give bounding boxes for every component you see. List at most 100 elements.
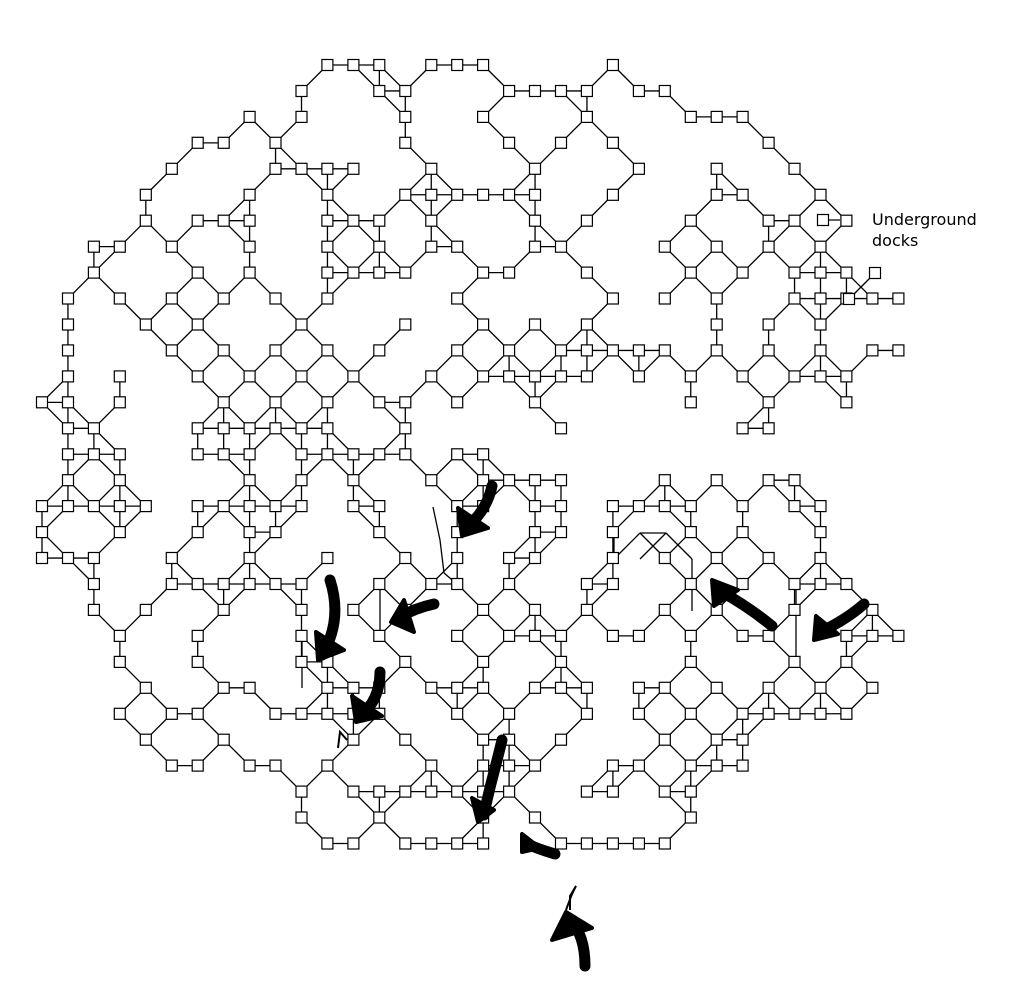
station-node xyxy=(295,84,308,98)
station-node xyxy=(762,629,775,643)
station-node xyxy=(373,448,386,461)
station-node xyxy=(684,110,697,124)
station-node xyxy=(866,629,879,643)
station-node xyxy=(243,577,256,591)
station-node xyxy=(528,318,542,331)
station-node xyxy=(762,474,775,487)
station-node xyxy=(61,396,75,409)
station-node xyxy=(866,603,879,617)
station-node xyxy=(295,422,308,435)
station-node xyxy=(658,344,671,357)
station-node xyxy=(788,707,801,720)
station-node xyxy=(243,422,256,435)
station-node xyxy=(165,240,178,253)
station-node xyxy=(269,136,282,149)
station-node xyxy=(87,603,101,617)
station-node xyxy=(113,707,126,720)
station-node xyxy=(762,707,775,720)
station-node xyxy=(295,370,308,383)
station-node xyxy=(814,577,827,591)
station-node xyxy=(295,629,308,643)
station-node xyxy=(87,500,101,513)
station-node xyxy=(477,603,490,617)
station-node xyxy=(554,681,568,694)
station-node xyxy=(736,422,749,435)
station-node xyxy=(684,214,697,227)
station-node xyxy=(788,370,801,383)
station-node xyxy=(217,603,230,617)
station-node xyxy=(113,500,126,513)
station-node xyxy=(321,396,334,409)
station-node xyxy=(295,811,308,824)
station-node xyxy=(425,162,438,175)
station-node xyxy=(658,84,671,98)
station-node xyxy=(814,551,827,565)
dock-node xyxy=(868,266,882,280)
station-node xyxy=(451,448,464,461)
station-node xyxy=(399,266,412,279)
station-node xyxy=(606,577,620,591)
station-node xyxy=(425,577,438,591)
station-node xyxy=(87,266,101,279)
station-node xyxy=(399,396,412,409)
station-node xyxy=(606,500,620,513)
station-node xyxy=(788,162,801,175)
station-node xyxy=(684,759,697,772)
station-node xyxy=(425,681,438,694)
station-node xyxy=(399,422,412,435)
station-node xyxy=(373,240,386,253)
station-node xyxy=(684,629,697,643)
station-node xyxy=(503,136,516,149)
station-node xyxy=(632,681,646,694)
station-node xyxy=(165,551,178,565)
station-node xyxy=(528,370,542,383)
station-node xyxy=(736,266,749,279)
station-node xyxy=(451,551,464,565)
station-node xyxy=(191,577,204,591)
station-node xyxy=(295,500,308,513)
station-node xyxy=(528,162,542,175)
station-node xyxy=(425,240,438,253)
station-node xyxy=(321,681,334,694)
station-node xyxy=(87,577,101,591)
station-node xyxy=(762,318,775,331)
station-node xyxy=(580,214,594,227)
station-node xyxy=(606,136,620,149)
station-node xyxy=(87,448,101,461)
station-node xyxy=(580,837,594,850)
station-node xyxy=(503,84,516,98)
station-node xyxy=(477,188,490,201)
station-node xyxy=(710,759,723,772)
station-node xyxy=(321,551,334,565)
station-node xyxy=(113,629,126,643)
station-node xyxy=(503,551,516,565)
station-node xyxy=(139,500,152,513)
station-node xyxy=(373,396,386,409)
station-node xyxy=(269,577,282,591)
station-node xyxy=(165,577,178,591)
station-node xyxy=(295,577,308,591)
station-node xyxy=(399,448,412,461)
track-connections xyxy=(41,64,899,845)
station-node xyxy=(528,240,542,253)
station-node xyxy=(321,448,334,461)
station-node xyxy=(217,448,230,461)
station-node xyxy=(347,162,360,175)
station-node xyxy=(554,370,568,383)
station-node xyxy=(321,188,334,201)
station-node xyxy=(554,655,568,669)
station-node xyxy=(632,344,646,357)
station-node xyxy=(399,188,412,201)
station-node xyxy=(580,84,594,98)
station-node xyxy=(814,500,827,513)
station-node xyxy=(554,474,568,487)
station-node xyxy=(269,292,282,305)
station-node xyxy=(425,837,438,850)
station-node xyxy=(658,292,671,305)
station-node xyxy=(684,525,697,539)
station-node xyxy=(658,551,671,565)
station-node xyxy=(736,707,749,720)
station-node xyxy=(425,370,438,383)
station-node xyxy=(503,707,516,720)
station-node xyxy=(191,629,204,643)
